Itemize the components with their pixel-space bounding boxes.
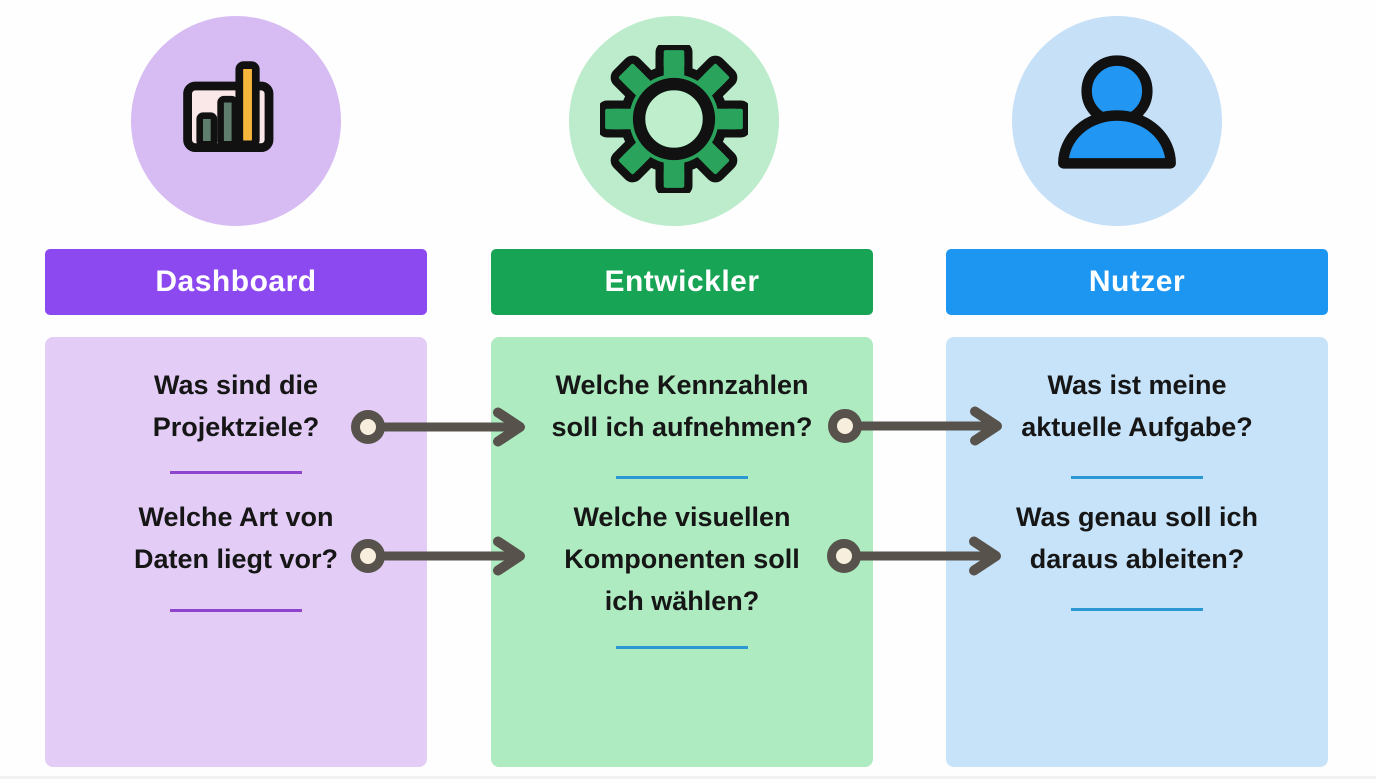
header-dashboard-label: Dashboard: [155, 265, 317, 298]
connector-arrow-2: [828, 406, 1002, 446]
panel-entwickler: Welche Kennzahlen soll ich aufnehmen? We…: [491, 337, 873, 767]
header-entwickler: Entwickler: [491, 249, 873, 315]
connector-arrow-4: [827, 536, 1001, 576]
underline: [616, 646, 748, 649]
question-aktuelle-aufgabe: Was ist meine aktuelle Aufgabe?: [1021, 370, 1253, 442]
header-nutzer-label: Nutzer: [1088, 265, 1186, 298]
underline: [1071, 608, 1203, 611]
question-daraus-ableiten: Was genau soll ich daraus ableiten?: [1015, 502, 1259, 574]
question-visuelle-komponenten: Welche visuellen Komponenten soll ich wä…: [564, 502, 800, 616]
gear-icon: [596, 41, 752, 198]
header-dashboard: Dashboard: [45, 249, 427, 315]
question-projektziele: Was sind die Projektziele?: [152, 370, 320, 442]
header-nutzer: Nutzer: [946, 249, 1328, 315]
connector-arrow-3: [351, 536, 525, 576]
question-art-von-daten: Welche Art von Daten liegt vor?: [133, 502, 339, 574]
gear-icon-circle: [569, 16, 779, 226]
user-icon: [1047, 49, 1187, 194]
underline: [170, 471, 302, 474]
bottom-divider: [0, 776, 1376, 779]
underline: [1071, 476, 1203, 479]
dashboard-icon-circle: [131, 16, 341, 226]
user-icon-circle: [1012, 16, 1222, 226]
bar-chart-icon: [170, 53, 302, 190]
question-kennzahlen: Welche Kennzahlen soll ich aufnehmen?: [551, 370, 813, 442]
panel-nutzer: Was ist meine aktuelle Aufgabe? Was gena…: [946, 337, 1328, 767]
header-entwickler-label: Entwickler: [604, 265, 760, 298]
underline: [170, 609, 302, 612]
connector-arrow-1: [351, 407, 525, 447]
underline: [616, 476, 748, 479]
